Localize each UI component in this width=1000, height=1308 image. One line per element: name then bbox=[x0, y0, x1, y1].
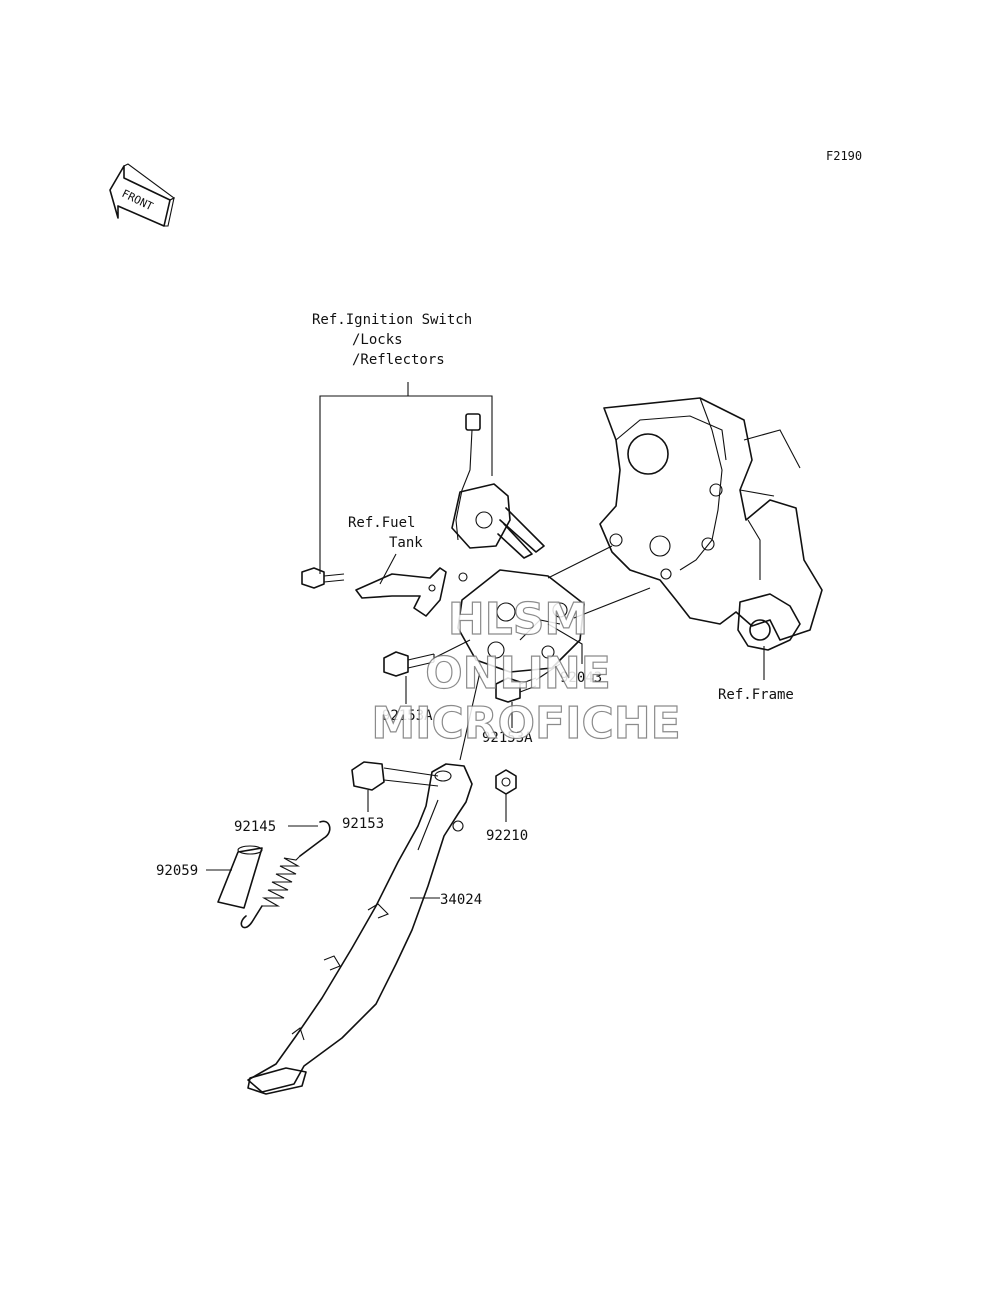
frame-section bbox=[599, 397, 823, 651]
fuel-leader bbox=[379, 553, 397, 585]
part-92153a-right: 92153A bbox=[482, 730, 533, 746]
part-92059: 92059 bbox=[156, 863, 198, 879]
part-92145: 92145 bbox=[234, 819, 276, 835]
pivot-bolt-92153 bbox=[351, 761, 439, 791]
ref-fuel-line2: Tank bbox=[389, 535, 423, 551]
ref-ignition-line2: /Locks bbox=[352, 332, 403, 348]
nut-92210 bbox=[495, 769, 517, 795]
spring-cover-92059 bbox=[217, 845, 263, 909]
watermark-line3: MICROFICHE bbox=[371, 698, 680, 749]
part-92210: 92210 bbox=[486, 828, 528, 844]
side-stand-34024 bbox=[247, 763, 473, 1095]
ref-fuel-line1: Ref.Fuel bbox=[348, 515, 415, 531]
watermark-line1: HLSM bbox=[448, 594, 588, 645]
part-92043: 92043 bbox=[560, 670, 602, 686]
part-92153a-left: 92153A bbox=[382, 708, 433, 724]
ignition-bracket-lines bbox=[319, 382, 493, 574]
ref-ignition-line1: Ref.Ignition Switch bbox=[312, 312, 472, 328]
bolt-92153a-left bbox=[383, 639, 471, 677]
watermark: HLSM ONLINE MICROFICHE bbox=[371, 593, 682, 749]
part-92153: 92153 bbox=[342, 816, 384, 832]
ref-ignition-line3: /Reflectors bbox=[352, 352, 445, 368]
part-34024: 34024 bbox=[440, 892, 482, 908]
watermark-line2: ONLINE bbox=[425, 648, 611, 699]
bolt-92153a-right bbox=[495, 663, 561, 703]
figure-code: F2190 bbox=[826, 149, 862, 163]
side-stand-switch bbox=[451, 413, 545, 559]
stand-mount-bracket bbox=[457, 569, 585, 673]
front-arrow-icon: FRONT bbox=[109, 163, 176, 227]
spring-92145 bbox=[240, 820, 331, 929]
fuel-tank-bracket bbox=[355, 567, 468, 617]
ref-frame-label: Ref.Frame bbox=[718, 687, 794, 703]
bolt-upper-left bbox=[301, 567, 345, 589]
